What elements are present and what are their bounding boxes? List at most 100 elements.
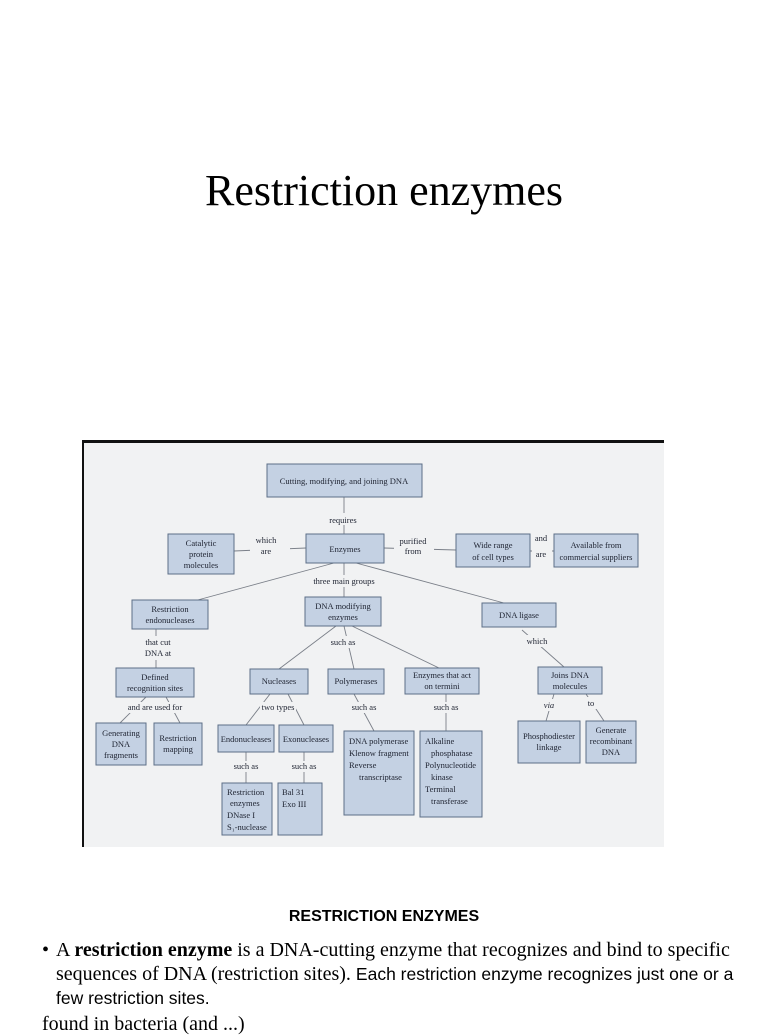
svg-text:commercial suppliers: commercial suppliers <box>560 552 633 562</box>
svg-text:kinase: kinase <box>431 772 453 782</box>
svg-text:enzymes: enzymes <box>328 612 358 622</box>
svg-text:Restriction: Restriction <box>151 604 189 614</box>
label-purified: purified <box>400 536 428 546</box>
bullet-marker: • <box>42 939 50 961</box>
svg-text:Nucleases: Nucleases <box>262 676 296 686</box>
edge-enzymes-ligase <box>355 562 505 604</box>
label-such-as-termini: such as <box>434 702 459 712</box>
svg-text:Bal 31: Bal 31 <box>282 787 304 797</box>
svg-text:DNA: DNA <box>112 739 131 749</box>
label-such-as-polymerases: such as <box>352 702 377 712</box>
svg-text:enzymes: enzymes <box>230 798 260 808</box>
svg-text:DNA polymerase: DNA polymerase <box>349 736 408 746</box>
node-nucleases: Nucleases <box>249 668 309 695</box>
svg-text:Wide range: Wide range <box>473 540 512 550</box>
svg-text:Endonucleases: Endonucleases <box>221 734 272 744</box>
label-such-as-exo: such as <box>292 761 317 771</box>
node-root: Cutting, modifying, and joining DNA <box>266 463 423 498</box>
bullet-partial-text: found in bacteria (and ...) <box>42 1013 245 1035</box>
bullet-definition: • A restriction enzyme is a DNA-cutting … <box>42 938 742 1010</box>
concept-map-figure: Cutting, modifying, and joining DNA Enzy… <box>82 440 664 847</box>
node-endo-list: Restriction enzymes DNase I S₁-nuclease <box>221 782 273 836</box>
node-endonucleases: Endonucleases <box>217 724 275 753</box>
label-via: via <box>544 700 554 710</box>
svg-text:Restriction: Restriction <box>227 787 265 797</box>
svg-text:Polynucleotide: Polynucleotide <box>425 760 476 770</box>
svg-text:Defined: Defined <box>141 672 169 682</box>
node-exo-list: Bal 31 Exo III <box>277 782 323 836</box>
node-recombinant: Generate recombinant DNA <box>585 720 637 764</box>
label-from: from <box>405 546 422 556</box>
node-dna-modifying: DNA modifying enzymes <box>304 596 382 627</box>
svg-text:linkage: linkage <box>536 742 561 752</box>
svg-text:Restriction: Restriction <box>159 733 197 743</box>
label-and-are: are <box>536 549 547 559</box>
bullet-body: A restriction enzyme is a DNA-cutting en… <box>56 938 742 1010</box>
svg-text:Available from: Available from <box>570 540 621 550</box>
svg-text:Cutting, modifying, and joinin: Cutting, modifying, and joining DNA <box>280 476 409 486</box>
label-three-main-groups: three main groups <box>313 576 374 586</box>
bullet-prefix: A <box>56 939 75 961</box>
svg-text:mapping: mapping <box>163 744 193 754</box>
node-mapping: Restriction mapping <box>153 722 203 766</box>
node-termini-list: Alkaline phosphatase Polynucleotide kina… <box>419 730 483 818</box>
label-requires: requires <box>329 515 356 525</box>
svg-text:Exo III: Exo III <box>282 799 306 809</box>
svg-text:Exonucleases: Exonucleases <box>283 734 329 744</box>
svg-text:phosphatase: phosphatase <box>431 748 473 758</box>
node-polymerases: Polymerases <box>327 668 385 695</box>
svg-text:endonucleases: endonucleases <box>145 615 194 625</box>
svg-text:Reverse: Reverse <box>349 760 377 770</box>
svg-text:recombinant: recombinant <box>590 736 633 746</box>
svg-text:DNase I: DNase I <box>227 810 255 820</box>
svg-text:Joins DNA: Joins DNA <box>551 670 590 680</box>
bullet-bold-term: restriction enzyme <box>74 939 233 961</box>
edge-modifying-nucleases <box>278 625 337 670</box>
svg-text:molecules: molecules <box>184 560 218 570</box>
section-heading: RESTRICTION ENZYMES <box>288 908 480 925</box>
svg-text:fragments: fragments <box>104 750 138 760</box>
label-that-cut: that cut <box>145 637 171 647</box>
bullet-partial: found in bacteria (and ...) <box>42 1012 742 1036</box>
svg-text:Catalytic: Catalytic <box>186 538 217 548</box>
concept-map-connector-labels: requires which are purified from and are… <box>124 513 598 772</box>
node-enzymes: Enzymes <box>305 533 385 564</box>
svg-text:molecules: molecules <box>553 681 587 691</box>
svg-text:Polymerases: Polymerases <box>335 676 378 686</box>
bullet-sans-text: Each restriction enzyme recognizes just … <box>56 964 734 1008</box>
node-generating: Generating DNA fragments <box>95 722 147 766</box>
label-are: are <box>261 546 272 556</box>
node-wide-range: Wide range of cell types <box>455 533 531 568</box>
node-dna-ligase: DNA ligase <box>481 602 557 628</box>
svg-text:Klenow fragment: Klenow fragment <box>349 748 409 758</box>
edge-modifying-termini <box>351 625 440 669</box>
svg-text:S₁-nuclease: S₁-nuclease <box>227 822 267 832</box>
node-termini: Enzymes that act on termini <box>404 667 480 695</box>
label-to: to <box>588 698 595 708</box>
label-and: and <box>535 533 548 543</box>
svg-text:recognition sites: recognition sites <box>127 683 183 693</box>
svg-text:Phosphodiester: Phosphodiester <box>523 731 575 741</box>
svg-text:DNA modifying: DNA modifying <box>315 601 371 611</box>
edge-nucleases-endo <box>245 693 271 726</box>
node-available: Available from commercial suppliers <box>553 533 639 568</box>
svg-text:Enzymes: Enzymes <box>329 544 360 554</box>
svg-text:transcriptase: transcriptase <box>359 772 402 782</box>
node-defined-sites: Defined recognition sites <box>115 667 195 698</box>
svg-text:DNA: DNA <box>602 747 621 757</box>
node-catalytic: Catalytic protein molecules <box>167 533 235 575</box>
label-used-for: and are used for <box>128 702 183 712</box>
svg-text:on termini: on termini <box>424 681 460 691</box>
slide-title: Restriction enzymes <box>204 166 563 215</box>
label-such-as-endo: such as <box>234 761 259 771</box>
node-joins: Joins DNA molecules <box>537 666 603 695</box>
bullet-middle: is a DNA-cutting enzyme that recognizes … <box>56 939 730 985</box>
node-phosphodiester: Phosphodiester linkage <box>517 720 581 764</box>
svg-text:protein: protein <box>189 549 214 559</box>
svg-text:Generating: Generating <box>102 728 141 738</box>
svg-text:transferase: transferase <box>431 796 468 806</box>
label-such-as-modifying: such as <box>331 637 356 647</box>
concept-map: Cutting, modifying, and joining DNA Enzy… <box>95 463 639 836</box>
svg-text:Alkaline: Alkaline <box>425 736 454 746</box>
node-polymerase-list: DNA polymerase Klenow fragment Reverse t… <box>343 730 415 816</box>
